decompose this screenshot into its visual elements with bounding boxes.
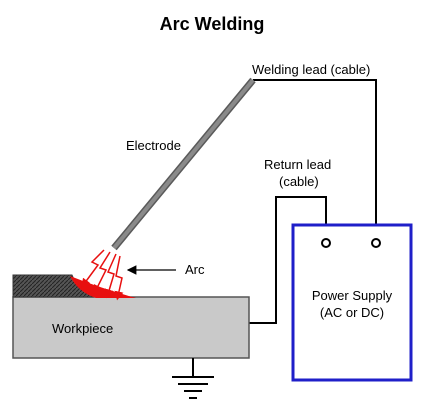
diagram-title: Arc Welding — [160, 14, 265, 34]
electrode-label: Electrode — [126, 138, 181, 153]
ground-symbol — [172, 358, 214, 399]
workpiece-label: Workpiece — [52, 321, 113, 336]
workpiece-block — [12, 296, 250, 359]
arc-spark-4 — [114, 255, 124, 301]
return-lead-label-line1: Return lead — [264, 157, 331, 172]
power-supply-label-line2: (AC or DC) — [320, 305, 384, 320]
power-supply-label-line1: Power Supply — [312, 288, 393, 303]
molten-weld-pool — [70, 276, 136, 298]
return-lead-cable — [249, 196, 327, 324]
return-lead-label-line2: (cable) — [279, 174, 319, 189]
electrode-rod-highlight — [112, 78, 255, 250]
power-supply-terminal-welding — [371, 238, 381, 248]
power-supply-terminal-return — [321, 238, 331, 248]
welding-lead-label: Welding lead (cable) — [252, 62, 370, 77]
arc-spark-2 — [93, 251, 111, 295]
arc-label: Arc — [185, 262, 205, 277]
power-supply-box — [291, 223, 413, 382]
welding-lead-cable — [253, 79, 377, 243]
arc-spark-3 — [104, 253, 117, 299]
arc-spark-1 — [81, 249, 105, 288]
